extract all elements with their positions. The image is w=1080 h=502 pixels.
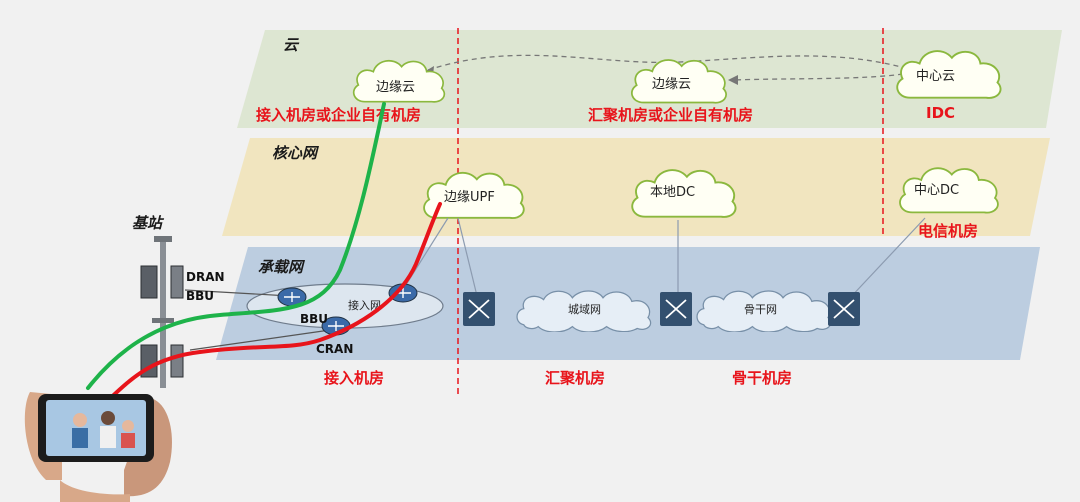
backbone-network-label: 骨干网: [744, 303, 777, 316]
person-icon: [101, 411, 115, 425]
person-icon: [122, 420, 134, 432]
metro-network-label: 城域网: [568, 303, 601, 316]
cloud-room-label-2: 汇聚机房或企业自有机房: [588, 106, 753, 124]
core-room-label: 电信机房: [918, 222, 978, 240]
red-traffic-path: [102, 202, 442, 406]
cloud-room-label-3: IDC: [926, 104, 955, 122]
cran-label: CRAN: [316, 342, 353, 356]
link-dran: [184, 289, 291, 297]
center-dc-cloud: 中心DC: [899, 167, 999, 214]
bearer-layer-title: 承载网: [258, 258, 306, 276]
cloud-link-dashed-2: [733, 73, 904, 81]
bearer-room-label-3: 骨干机房: [732, 369, 792, 387]
cloud-room-label-1: 接入机房或企业自有机房: [256, 106, 421, 124]
backbone-network-cloud: 骨干网: [696, 290, 832, 332]
edge-cloud-aggregation: 边缘云: [630, 59, 727, 104]
edge-cloud-aggregation-label: 边缘云: [652, 77, 691, 92]
link-cran: [189, 329, 331, 351]
server-icon: [140, 265, 184, 299]
center-cloud-label: 中心云: [916, 69, 955, 84]
edge-cloud-access-label: 边缘云: [376, 80, 415, 95]
link-centerdc-switch: [847, 217, 926, 301]
switch-icon: [828, 292, 860, 326]
edge-upf-cloud: 边缘UPF: [423, 171, 525, 220]
switch-icon: [660, 292, 692, 326]
dran-label: DRAN: [186, 270, 225, 284]
edge-cloud-access: 边缘云: [352, 59, 446, 103]
bearer-room-label-2: 汇聚机房: [545, 369, 605, 387]
local-dc-cloud: 本地DC: [631, 169, 737, 218]
link-upf-switch: [457, 217, 479, 301]
switch-icon: [463, 292, 495, 326]
center-cloud: 中心云: [896, 50, 1002, 99]
bbu-label-1: BBU: [186, 289, 214, 303]
cloud-link-dashed: [427, 54, 906, 71]
server-icon: [140, 344, 184, 378]
access-network-label: 接入网: [348, 299, 381, 312]
person-icon: [73, 413, 87, 427]
local-dc-label: 本地DC: [650, 185, 695, 200]
center-dc-label: 中心DC: [914, 183, 959, 198]
metro-network-cloud: 城域网: [516, 290, 652, 332]
arrow-head-mid: [728, 75, 738, 85]
edge-upf-label: 边缘UPF: [444, 190, 495, 205]
green-traffic-path: [86, 102, 386, 390]
cloud-layer-title: 云: [283, 36, 300, 54]
base-station-title: 基站: [132, 214, 165, 232]
base-station-tower: [152, 236, 174, 388]
core-layer-title: 核心网: [272, 144, 320, 162]
bbu-label-2: BBU: [300, 312, 328, 326]
smartphone-icon: [24, 392, 172, 502]
bearer-room-label-1: 接入机房: [324, 369, 384, 387]
router-icon: [388, 283, 418, 303]
